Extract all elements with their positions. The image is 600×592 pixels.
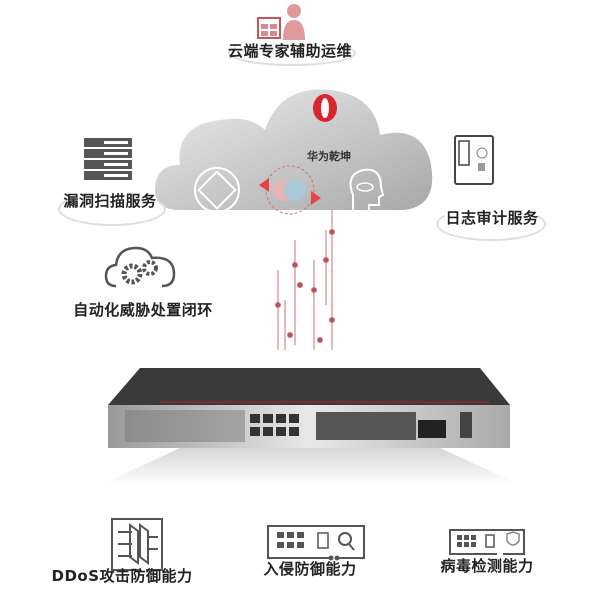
top-label: 云端专家辅助运维 [227, 42, 353, 60]
capability-label-intrusion: 入侵防御能力 [263, 560, 357, 578]
capability-label-virus: 病毒检测能力 [440, 557, 534, 575]
intrusion-defense-icon [267, 525, 365, 561]
ddos-defense-icon [111, 518, 163, 571]
log-audit-icon [454, 135, 494, 185]
right-label: 日志审计服务 [445, 209, 539, 227]
capability-label-ddos: DDoS攻击防御能力 [51, 567, 193, 585]
connection-lines [275, 210, 335, 350]
expert-icon [257, 4, 305, 40]
eye-head-icon [349, 168, 385, 210]
huawei-qiankun-logo [313, 94, 337, 122]
automation-label: 自动化威胁处置闭环 [73, 301, 213, 319]
ai-brain-icon [259, 165, 321, 215]
cloud-brand: 华为乾坤 [307, 150, 351, 163]
virus-detection-icon [449, 529, 525, 555]
network-node-icon [194, 167, 240, 213]
automation-gear-cloud-icon [104, 246, 176, 288]
firewall-device [100, 368, 520, 485]
server-scan-icon [84, 138, 132, 180]
left-label: 漏洞扫描服务 [63, 192, 157, 210]
